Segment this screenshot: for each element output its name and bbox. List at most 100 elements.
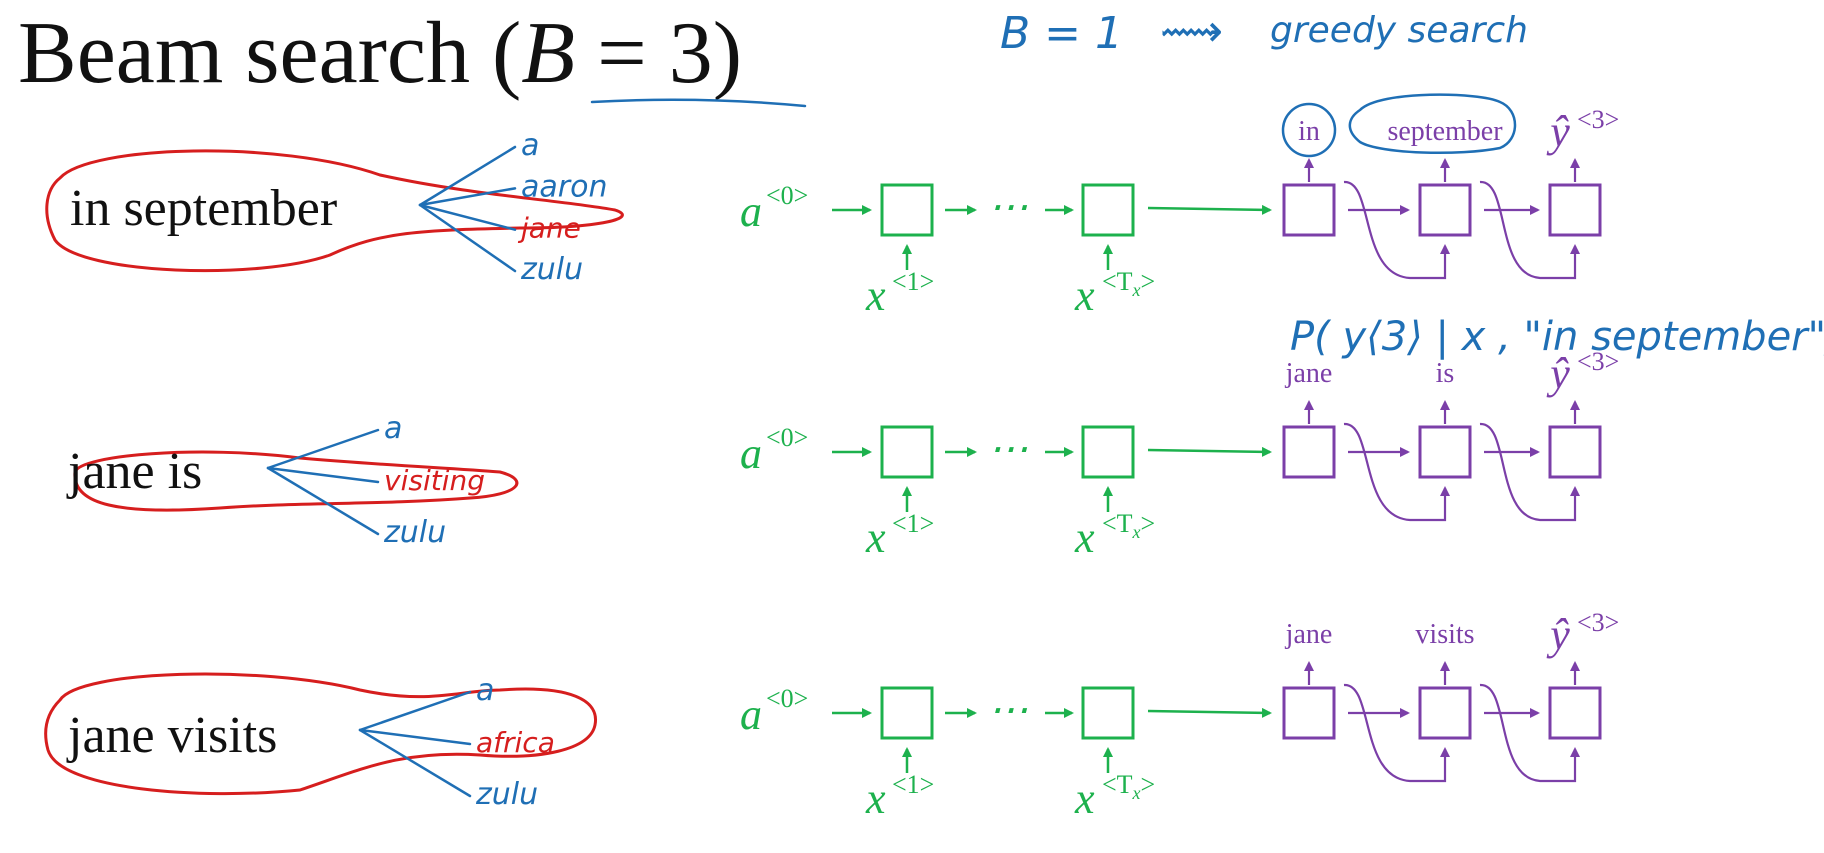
candidate-word-selected: jane <box>517 212 581 245</box>
input-xT: x <box>1074 774 1095 823</box>
circle-in <box>1281 102 1337 158</box>
decoder-box-2 <box>1418 425 1472 479</box>
selection-lasso <box>45 149 624 273</box>
activation-a0: a <box>740 690 762 739</box>
decoder-box-2 <box>1418 686 1472 740</box>
candidate-branch <box>418 145 517 207</box>
decoder-box-3 <box>1548 686 1602 740</box>
beam-row-1: in septemberaaaronjanezulua<0>⋯x<1>x<Tx>… <box>45 93 1619 320</box>
output-word-1: jane <box>1285 619 1333 650</box>
greedy-b-equals: B = 1 <box>1000 8 1123 59</box>
candidate-word: a <box>521 128 539 163</box>
candidate-word-selected: africa <box>476 726 555 759</box>
output-yhat: ŷ <box>1546 107 1570 156</box>
input-x1: x <box>865 513 886 562</box>
activation-a0: a <box>740 429 762 478</box>
encoder-box-1 <box>880 686 934 740</box>
input-xT: x <box>1074 271 1095 320</box>
encoder-box-last <box>1081 686 1135 740</box>
input-xT-superscript: <Tx> <box>1102 267 1155 300</box>
candidate-word-selected: visiting <box>384 464 485 497</box>
activation-a0-superscript: <0> <box>766 684 808 713</box>
xT-sup-sub: x <box>1132 522 1141 542</box>
feedback-arrow-1 <box>1343 180 1450 280</box>
xT-sup-sub: x <box>1132 280 1141 300</box>
decoder-box-3 <box>1548 425 1602 479</box>
input-xT: x <box>1074 513 1095 562</box>
activation-a0: a <box>740 187 762 236</box>
candidate-branch <box>418 203 517 273</box>
xT-sup-open: <T <box>1102 509 1133 538</box>
xT-sup-close: > <box>1141 509 1156 538</box>
output-yhat-superscript: <3> <box>1577 105 1619 134</box>
probability-annotation: P( y⟨3⟩ | x , "in september") <box>1290 314 1824 360</box>
title-equation: = 3) <box>575 5 742 102</box>
output-yhat: ŷ <box>1546 349 1570 398</box>
page-title: Beam search (B = 3) <box>18 5 742 102</box>
encoder-box-1 <box>880 183 934 237</box>
input-x1-superscript: <1> <box>892 770 934 799</box>
ellipsis: ⋯ <box>988 687 1028 732</box>
encoder-box-last <box>1081 425 1135 479</box>
candidate-word: zulu <box>475 777 538 812</box>
circle-september <box>1348 93 1517 155</box>
feedback-arrow-2 <box>1479 422 1580 522</box>
output-word-2: visits <box>1415 619 1474 650</box>
decoder-box-3 <box>1548 183 1602 237</box>
candidate-word: aaron <box>521 169 607 204</box>
feedback-arrow-1 <box>1343 683 1450 783</box>
candidate-word: zulu <box>520 252 583 287</box>
ellipsis: ⋯ <box>988 426 1028 471</box>
output-word-1: in <box>1298 116 1320 147</box>
decoder-box-1 <box>1282 183 1336 237</box>
candidate-branch <box>358 728 472 798</box>
beam-row-3: jane visitsaafricazulua<0>⋯x<1>x<Tx>jane… <box>44 608 1619 823</box>
output-yhat: ŷ <box>1546 610 1570 659</box>
xT-sup-close: > <box>1141 770 1156 799</box>
partial-sequence: jane is <box>66 443 202 500</box>
input-x1: x <box>865 271 886 320</box>
input-x1-superscript: <1> <box>892 509 934 538</box>
candidate-branch <box>358 728 472 746</box>
feedback-arrow-2 <box>1479 683 1580 783</box>
feedback-arrow-1 <box>1343 422 1450 522</box>
output-word-2: is <box>1436 358 1455 389</box>
xT-sup-open: <T <box>1102 770 1133 799</box>
xT-sup-sub: x <box>1132 783 1141 803</box>
ellipsis: ⋯ <box>988 184 1028 229</box>
candidate-branch <box>418 187 517 207</box>
candidate-word: a <box>476 673 494 708</box>
feedback-arrow-2 <box>1479 180 1580 280</box>
beam-rows: in septemberaaaronjanezulua<0>⋯x<1>x<Tx>… <box>44 93 1619 823</box>
title-underline <box>590 98 807 108</box>
output-word-1: jane <box>1285 358 1333 389</box>
input-xT-superscript: <Tx> <box>1102 509 1155 542</box>
activation-a0-superscript: <0> <box>766 181 808 210</box>
input-xT-superscript: <Tx> <box>1102 770 1155 803</box>
input-x1-superscript: <1> <box>892 267 934 296</box>
selection-lasso <box>44 672 598 796</box>
decoder-box-2 <box>1418 183 1472 237</box>
encoder-to-decoder-arrow <box>1147 204 1272 215</box>
encoder-box-1 <box>880 425 934 479</box>
selection-lasso <box>73 450 519 512</box>
candidate-branch <box>418 203 517 231</box>
activation-a0-superscript: <0> <box>766 423 808 452</box>
title-variable: B <box>521 5 575 102</box>
encoder-to-decoder-arrow <box>1147 707 1272 718</box>
candidate-branch <box>358 690 472 732</box>
encoder-to-decoder-arrow <box>1147 446 1272 457</box>
decoder-box-1 <box>1282 686 1336 740</box>
candidate-word: zulu <box>383 515 446 550</box>
input-x1: x <box>865 774 886 823</box>
candidate-branch <box>266 428 380 470</box>
greedy-search-label: greedy search <box>1270 10 1528 51</box>
candidate-branch <box>266 466 380 484</box>
squiggle-arrow-icon: ⟿ <box>1160 6 1223 57</box>
output-yhat-superscript: <3> <box>1577 608 1619 637</box>
partial-sequence: jane visits <box>66 707 277 764</box>
candidate-word: a <box>384 411 402 446</box>
decoder-box-1 <box>1282 425 1336 479</box>
